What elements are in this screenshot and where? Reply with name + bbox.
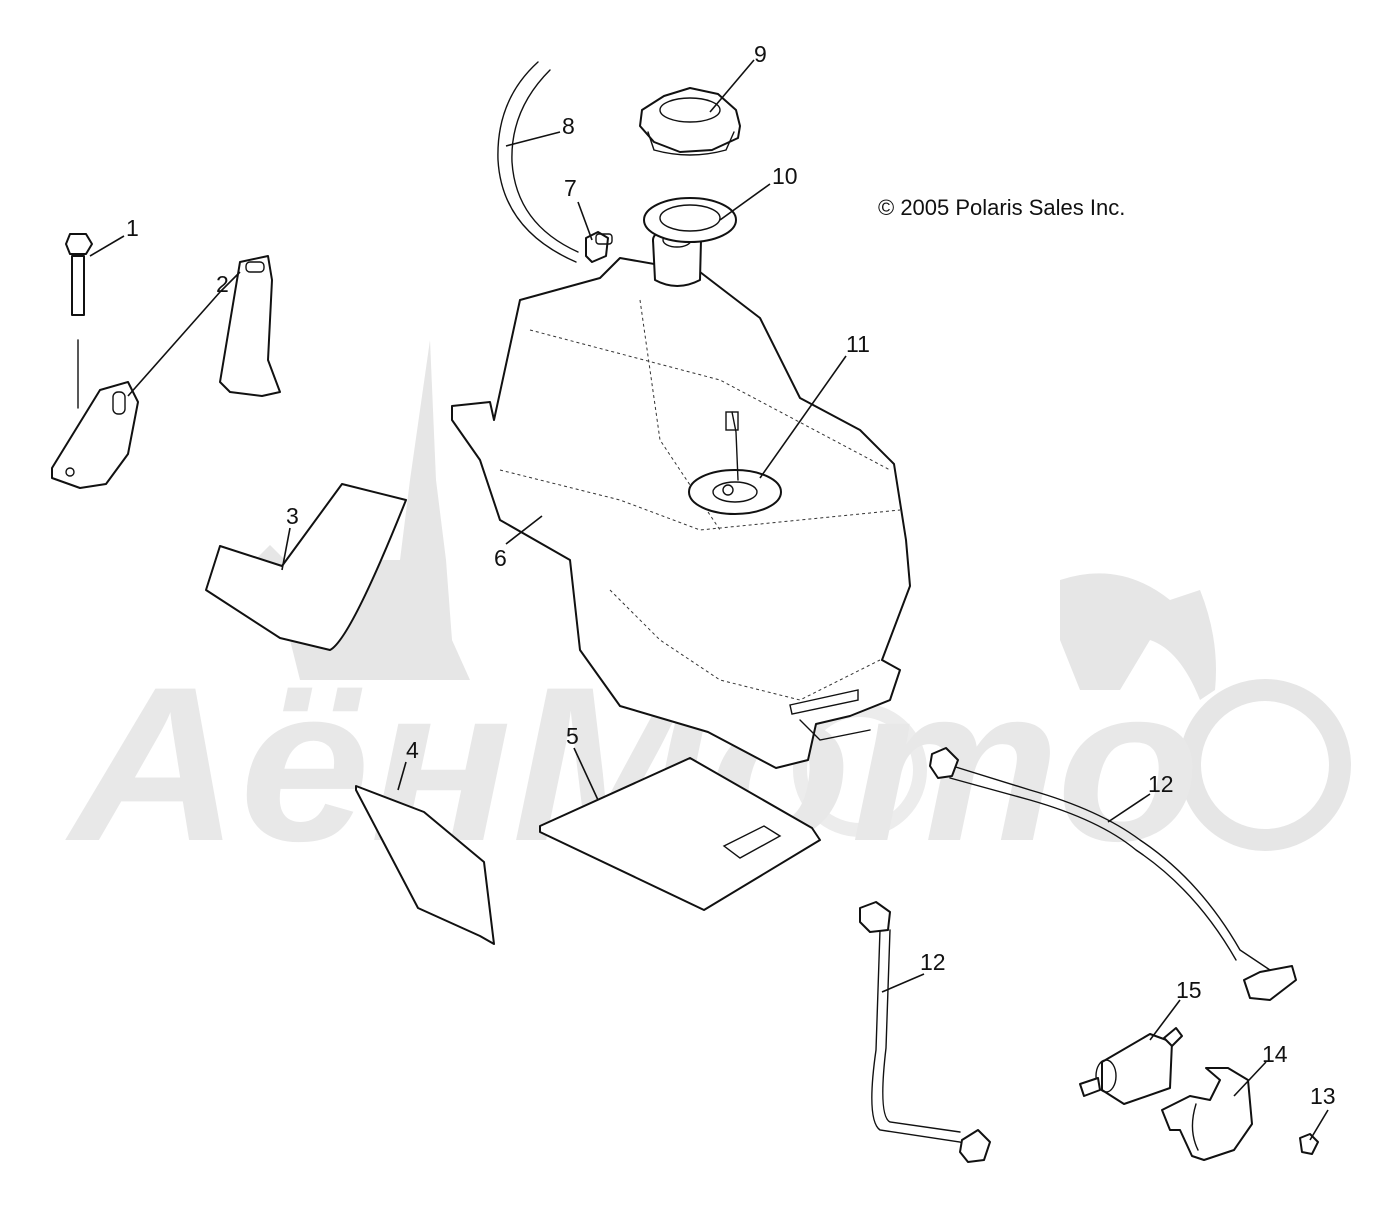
callout-8: 8: [562, 113, 575, 139]
part-fuel-line-short: [859, 901, 991, 1163]
part-fuel-line-long: [929, 747, 1297, 1001]
watermark-bike: [1060, 573, 1216, 700]
callout-12a: 12: [1148, 771, 1174, 797]
callout-6: 6: [494, 545, 507, 571]
part-gasket-ring: [643, 197, 737, 243]
part-gasket-small: [355, 785, 495, 945]
callout-11: 11: [846, 331, 870, 357]
callout-15: 15: [1176, 977, 1202, 1003]
watermark-wheel: [1179, 679, 1351, 851]
part-filter-bracket: [1161, 1067, 1253, 1161]
part-bolt: [65, 233, 93, 409]
part-vent-hose: [497, 61, 577, 263]
callout-4: 4: [406, 737, 419, 763]
callout-3: 3: [286, 503, 299, 529]
callout-2: 2: [216, 271, 229, 297]
part-fuel-tank: [451, 227, 911, 769]
leader-lines: [89, 59, 1329, 1141]
part-pad-l: [205, 483, 407, 651]
callout-14: 14: [1262, 1041, 1288, 1067]
callout-9: 9: [754, 41, 767, 67]
callout-1: 1: [126, 215, 139, 241]
callout-5: 5: [566, 723, 579, 749]
part-fuel-cap: [639, 87, 741, 156]
callout-7: 7: [564, 175, 577, 201]
callout-12b: 12: [920, 949, 946, 975]
part-bracket-left: [51, 381, 139, 489]
part-pad-rect: [539, 757, 821, 911]
part-fuel-filter: [1079, 1027, 1183, 1105]
callout-10: 10: [772, 163, 798, 189]
callout-13: 13: [1310, 1083, 1336, 1109]
copyright-text: © 2005 Polaris Sales Inc.: [878, 195, 1125, 220]
part-screw: [1299, 1133, 1319, 1155]
part-bracket-right: [219, 255, 281, 397]
callouts: 1 2 3 4 5 6 7 8 9 10 11 12 12 13 14 15: [126, 41, 1336, 1109]
